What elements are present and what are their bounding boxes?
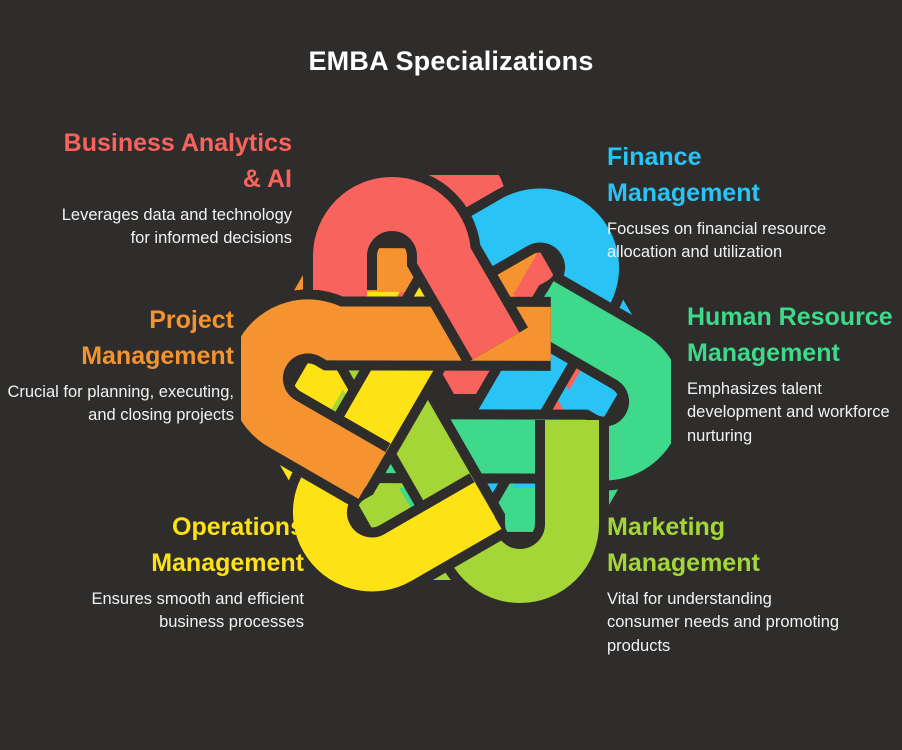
spec-block-business-analytics: Business Analytics & AI Leverages data a… xyxy=(60,126,292,251)
spec-description-operations-management: Ensures smooth and efficient business pr… xyxy=(91,590,305,632)
spec-block-operations-management: Operations Management Ensures smooth and… xyxy=(72,510,305,635)
spec-title-operations-management: Operations Management xyxy=(151,513,304,577)
spec-title-human-resource-management: Human Resource Management xyxy=(687,303,893,367)
spec-title-project-management: Project Management xyxy=(81,306,234,370)
six-strand-knot-diagram xyxy=(241,175,671,605)
spec-block-human-resource-management: Human Resource Management Emphasizes tal… xyxy=(687,300,902,448)
spec-block-marketing-management: Marketing Management Vital for understan… xyxy=(607,510,847,658)
spec-block-finance-management: Finance Management Focuses on financial … xyxy=(607,140,839,265)
spec-title-business-analytics: Business Analytics & AI xyxy=(63,129,292,193)
spec-description-business-analytics: Leverages data and technology for inform… xyxy=(61,206,292,248)
knot-svg xyxy=(241,175,671,605)
spec-title-finance-management: Finance Management xyxy=(607,143,760,207)
knot-rosette xyxy=(241,175,671,605)
spec-title-marketing-management: Marketing Management xyxy=(607,513,760,577)
spec-description-finance-management: Focuses on financial resource allocation… xyxy=(607,220,827,262)
spec-description-human-resource-management: Emphasizes talent development and workfo… xyxy=(687,380,890,445)
strand-red-overlap xyxy=(303,175,529,365)
spec-block-project-management: Project Management Crucial for planning,… xyxy=(2,303,234,428)
spec-description-marketing-management: Vital for understanding consumer needs a… xyxy=(607,590,840,655)
strand-orange xyxy=(241,289,551,508)
spec-description-project-management: Crucial for planning, executing, and clo… xyxy=(7,383,234,425)
page-title: EMBA Specializations xyxy=(308,46,594,76)
